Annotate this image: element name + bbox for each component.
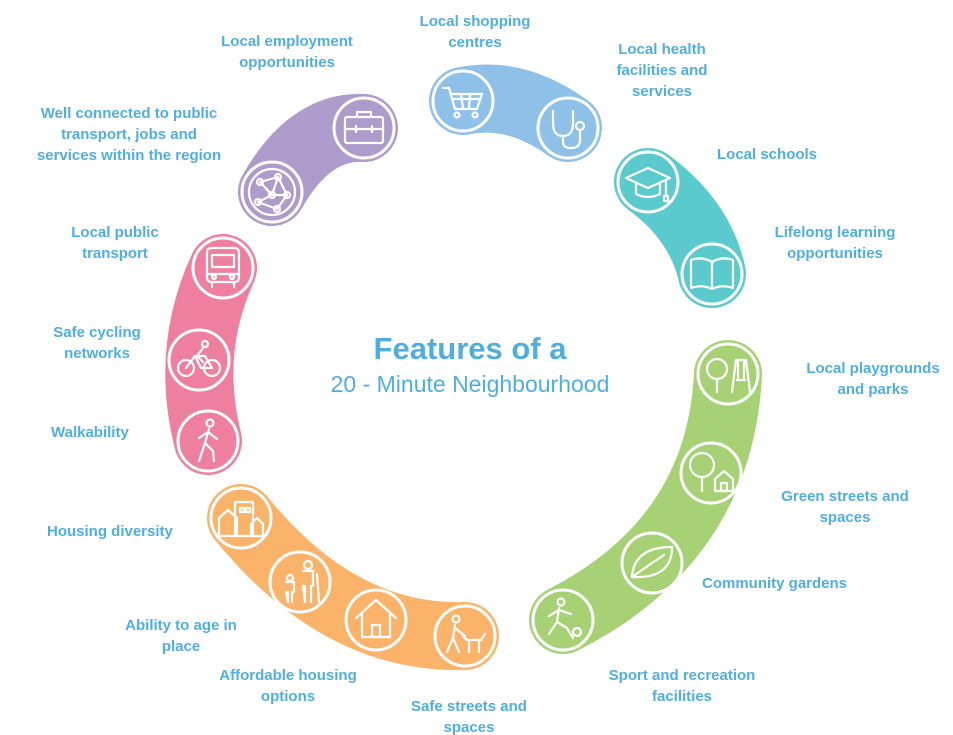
stethoscope-icon: [551, 109, 586, 150]
family-icon-circle: [268, 550, 332, 614]
trees-house-icon: [688, 451, 735, 493]
family-icon: [284, 559, 321, 604]
cyclist-icon: [176, 339, 222, 378]
cyclist-icon-circle: [167, 328, 231, 392]
bus-icon: [205, 246, 241, 289]
briefcase-icon: [343, 110, 385, 145]
arc-green: [529, 340, 762, 654]
title-line-1: Features of a: [373, 331, 567, 366]
houses-icon-circle: [209, 486, 273, 550]
graduation-cap-icon: [624, 166, 672, 203]
dog-walker-icon: [445, 614, 487, 654]
open-book-icon: [689, 257, 735, 291]
diagram-title: Features of a 20 - Minute Neighbourhood: [331, 330, 610, 400]
soccer-player-icon: [547, 597, 583, 640]
house-icon: [354, 598, 398, 639]
pedestrian-icon: [197, 418, 219, 463]
leaf-icon: [630, 545, 674, 579]
label-community-gardens: Community gardens: [702, 575, 848, 592]
playground-icon: [705, 357, 752, 394]
label-housing-diversity: Housing diversity: [47, 523, 173, 540]
graduation-cap-icon-circle: [616, 150, 680, 214]
playground-icon-circle: [696, 342, 760, 406]
houses-icon: [217, 500, 265, 538]
pedestrian-icon-circle: [176, 409, 240, 473]
network-globe-icon: [247, 167, 297, 217]
title-line-2: 20 - Minute Neighbourhood: [330, 371, 610, 397]
stethoscope-icon-circle: [536, 96, 600, 160]
label-walkability: Walkability: [51, 424, 129, 441]
label-local-schools: Local schools: [717, 146, 818, 163]
shopping-cart-icon: [441, 86, 484, 119]
